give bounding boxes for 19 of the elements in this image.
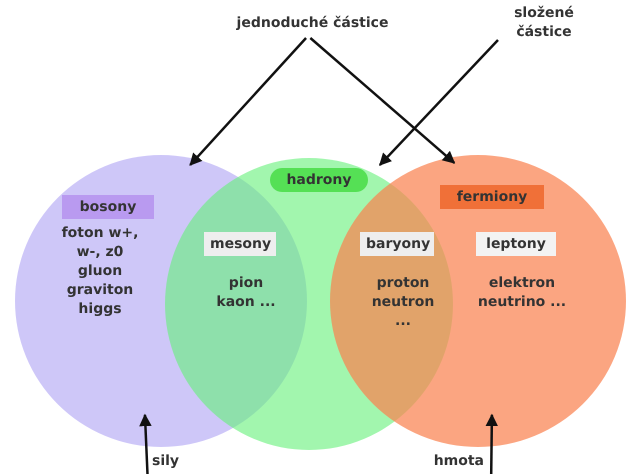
category-label: mesony xyxy=(204,232,276,256)
category-label: bosony xyxy=(62,195,154,219)
annotation-text: složené částice xyxy=(498,4,590,44)
particle-list: pion kaon ... xyxy=(216,274,276,312)
arrow xyxy=(310,37,456,164)
category-label: baryony xyxy=(360,232,434,256)
particle-list: foton w+, w-, z0 gluon graviton higgs xyxy=(55,224,145,319)
category-label: fermiony xyxy=(440,185,544,209)
annotation-text: hmota xyxy=(412,452,484,474)
category-label: hadrony xyxy=(270,168,368,192)
arrow xyxy=(139,414,152,474)
arrow xyxy=(189,37,307,166)
annotation-text: jednoduché částice xyxy=(205,14,420,38)
annotation-text: sily xyxy=(152,452,197,474)
particle-list: proton neutron ... xyxy=(368,274,438,331)
category-label: leptony xyxy=(476,232,556,256)
arrow xyxy=(486,414,498,474)
arrow xyxy=(378,39,499,166)
particle-list: elektron neutrino ... xyxy=(472,274,572,312)
